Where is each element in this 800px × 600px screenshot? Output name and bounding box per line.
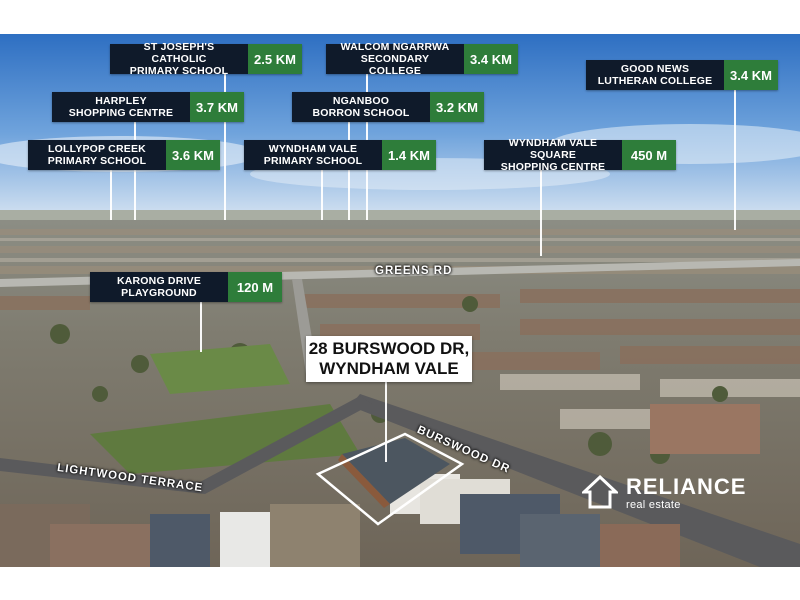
- poi-name: LOLLYPOP CREEK PRIMARY SCHOOL: [28, 140, 166, 170]
- road-label-greens: GREENS RD: [375, 265, 453, 277]
- poi-tag-walcom: WALCOM NGARRWA SECONDARY COLLEGE 3.4 KM: [326, 41, 518, 77]
- house-logo-icon: [582, 474, 618, 509]
- poi-distance: 450 M: [622, 140, 676, 170]
- pin-line-wyndham-primary: [321, 170, 323, 220]
- poi-tag-nganboo: NGANBOO BORRON SCHOOL 3.2 KM: [292, 92, 484, 122]
- pin-line-karong: [200, 302, 202, 352]
- poi-name: ST JOSEPH'S CATHOLIC PRIMARY SCHOOL: [110, 41, 248, 77]
- poi-name: HARPLEY SHOPPING CENTRE: [52, 92, 190, 122]
- poi-tag-lollypop: LOLLYPOP CREEK PRIMARY SCHOOL 3.6 KM: [28, 140, 220, 170]
- poi-distance: 1.4 KM: [382, 140, 436, 170]
- pin-line-harpley: [134, 122, 136, 220]
- poi-name: NGANBOO BORRON SCHOOL: [292, 92, 430, 122]
- pin-line-nganboo: [348, 122, 350, 220]
- pin-line-wyndham-square: [540, 170, 542, 256]
- pin-line-subject: [385, 382, 387, 462]
- pin-line-st-josephs: [224, 74, 226, 220]
- poi-tag-harpley: HARPLEY SHOPPING CENTRE 3.7 KM: [52, 92, 244, 122]
- pin-line-good-news: [734, 90, 736, 230]
- logo-subtitle: real estate: [626, 499, 681, 511]
- poi-distance: 3.4 KM: [464, 44, 518, 74]
- pin-line-lollypop: [110, 170, 112, 220]
- poi-tag-st-josephs: ST JOSEPH'S CATHOLIC PRIMARY SCHOOL 2.5 …: [110, 41, 302, 77]
- poi-tag-wyndham-primary: WYNDHAM VALE PRIMARY SCHOOL 1.4 KM: [244, 140, 436, 170]
- poi-name: WYNDHAM VALE SQUARE SHOPPING CENTRE: [484, 137, 622, 173]
- poi-name: WALCOM NGARRWA SECONDARY COLLEGE: [326, 41, 464, 77]
- poi-name: KARONG DRIVE PLAYGROUND: [90, 272, 228, 302]
- logo-wordmark: RELIANCE: [626, 474, 747, 499]
- reliance-logo: RELIANCE real estate: [582, 472, 782, 516]
- poi-tag-good-news: GOOD NEWS LUTHERAN COLLEGE 3.4 KM: [586, 60, 778, 90]
- poi-distance: 120 M: [228, 272, 282, 302]
- poi-tag-karong: KARONG DRIVE PLAYGROUND 120 M: [90, 272, 282, 302]
- poi-distance: 3.2 KM: [430, 92, 484, 122]
- poi-distance: 3.4 KM: [724, 60, 778, 90]
- poi-distance: 3.7 KM: [190, 92, 244, 122]
- poi-name: WYNDHAM VALE PRIMARY SCHOOL: [244, 140, 382, 170]
- property-address-label: 28 BURSWOOD DR, WYNDHAM VALE: [306, 336, 472, 382]
- poi-name: GOOD NEWS LUTHERAN COLLEGE: [586, 60, 724, 90]
- poi-distance: 3.6 KM: [166, 140, 220, 170]
- poi-tag-wyndham-square: WYNDHAM VALE SQUARE SHOPPING CENTRE 450 …: [484, 137, 676, 173]
- poi-distance: 2.5 KM: [248, 44, 302, 74]
